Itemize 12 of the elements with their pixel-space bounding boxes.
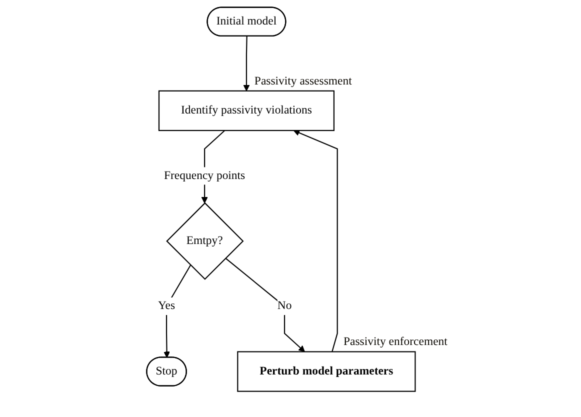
edge-label: Frequency points	[164, 169, 246, 182]
edge-label: Yes	[158, 300, 176, 312]
arrow	[243, 36, 250, 92]
arrow	[225, 258, 306, 352]
arrow	[164, 264, 192, 358]
node-diamond: Emtpy?	[166, 202, 244, 280]
node-box: Identify passivity violations	[158, 90, 335, 132]
node-label: Passivity assessment	[254, 74, 352, 88]
arrow	[294, 130, 338, 352]
edge-label: No	[277, 300, 292, 312]
node-box: Perturb model parameters	[237, 351, 416, 392]
node-label: Passivity enforcement	[344, 336, 448, 348]
